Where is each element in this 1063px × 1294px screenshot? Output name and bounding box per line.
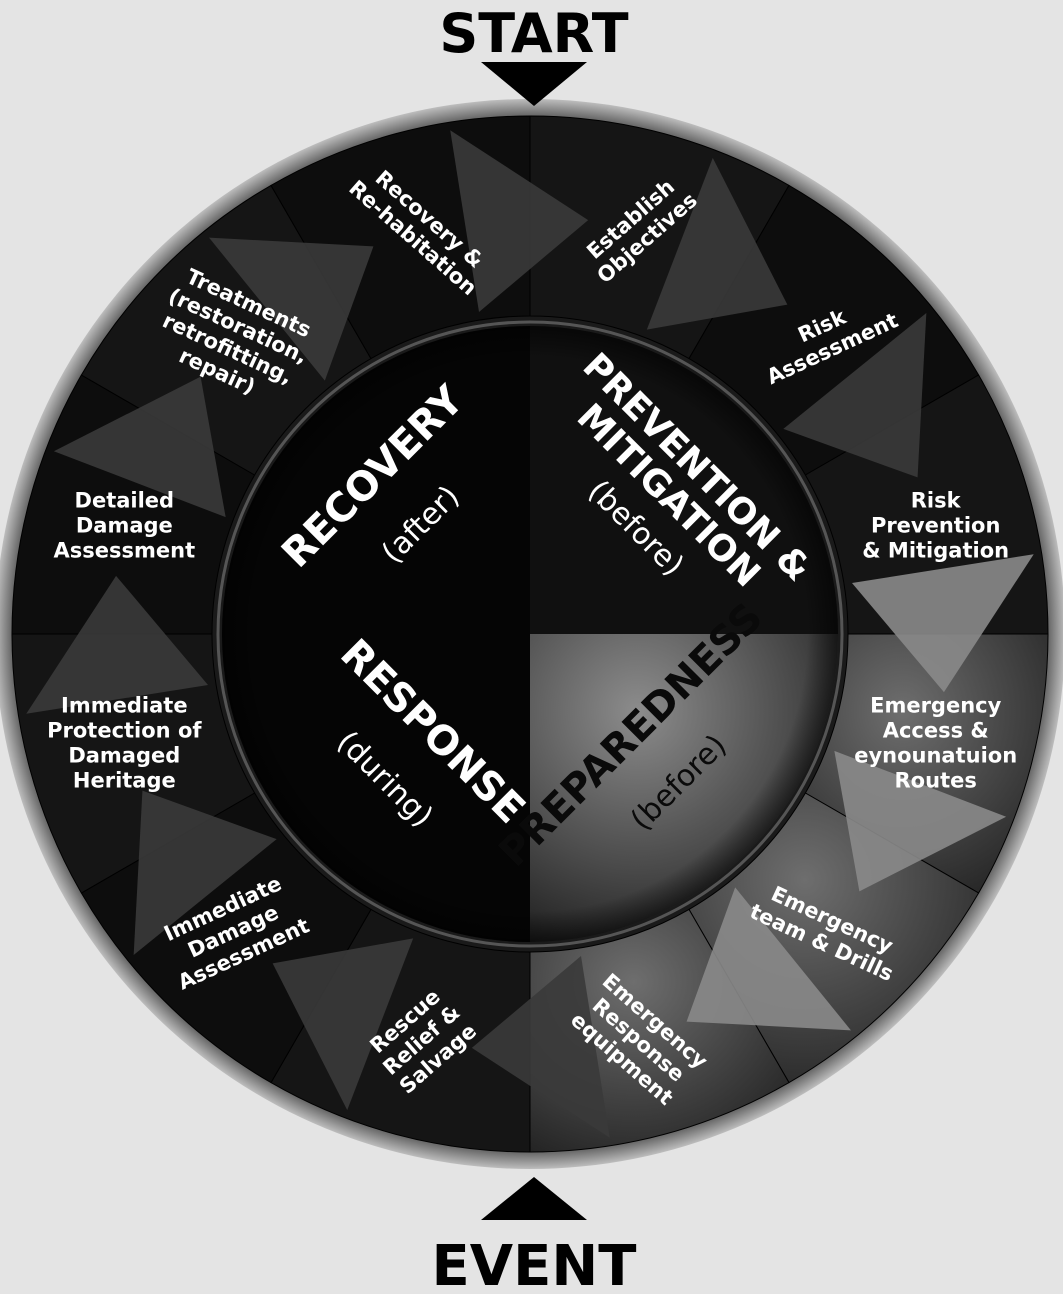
step-label-line: Detailed bbox=[75, 489, 175, 513]
start-label: START bbox=[439, 2, 628, 65]
core-shading bbox=[222, 326, 838, 942]
step-label-line: Damage bbox=[76, 514, 173, 538]
step-arrow-icon bbox=[471, 955, 610, 1138]
step-arrow-icon bbox=[53, 376, 226, 518]
event-marker-icon bbox=[481, 1177, 587, 1220]
step-arrow-icon bbox=[133, 790, 277, 955]
step-label-line: Heritage bbox=[73, 769, 176, 793]
step-arrows bbox=[26, 130, 1034, 1138]
step-arrow-icon bbox=[851, 554, 1034, 693]
step-arrow-icon bbox=[646, 157, 788, 330]
step-label-line: Access & bbox=[883, 719, 989, 743]
step-arrow-icon bbox=[783, 313, 927, 478]
step-label-line: & Mitigation bbox=[862, 539, 1009, 563]
step-label-line: Risk bbox=[911, 489, 962, 513]
step-arrow-icon bbox=[209, 237, 374, 381]
step-label-line: Protection of bbox=[47, 719, 202, 743]
step-label-line: Immediate bbox=[61, 694, 188, 718]
step-label-line: Emergency bbox=[870, 694, 1001, 718]
step-arrow-icon bbox=[450, 130, 589, 313]
step-label-line: Routes bbox=[895, 769, 977, 793]
event-label: EVENT bbox=[432, 1234, 637, 1289]
step-label-line: eynounatuion bbox=[854, 744, 1017, 768]
step-arrow-icon bbox=[26, 575, 209, 714]
inner-core bbox=[216, 320, 844, 948]
step-label-line: Prevention bbox=[871, 514, 1001, 538]
start-marker-icon bbox=[481, 62, 587, 106]
step-label-line: Damaged bbox=[68, 744, 180, 768]
core-edge bbox=[216, 320, 844, 948]
step-arrow-icon bbox=[686, 887, 851, 1031]
step-label-line: Assessment bbox=[54, 539, 196, 563]
step-arrow-icon bbox=[834, 750, 1007, 892]
step-arrow-icon bbox=[272, 938, 414, 1111]
